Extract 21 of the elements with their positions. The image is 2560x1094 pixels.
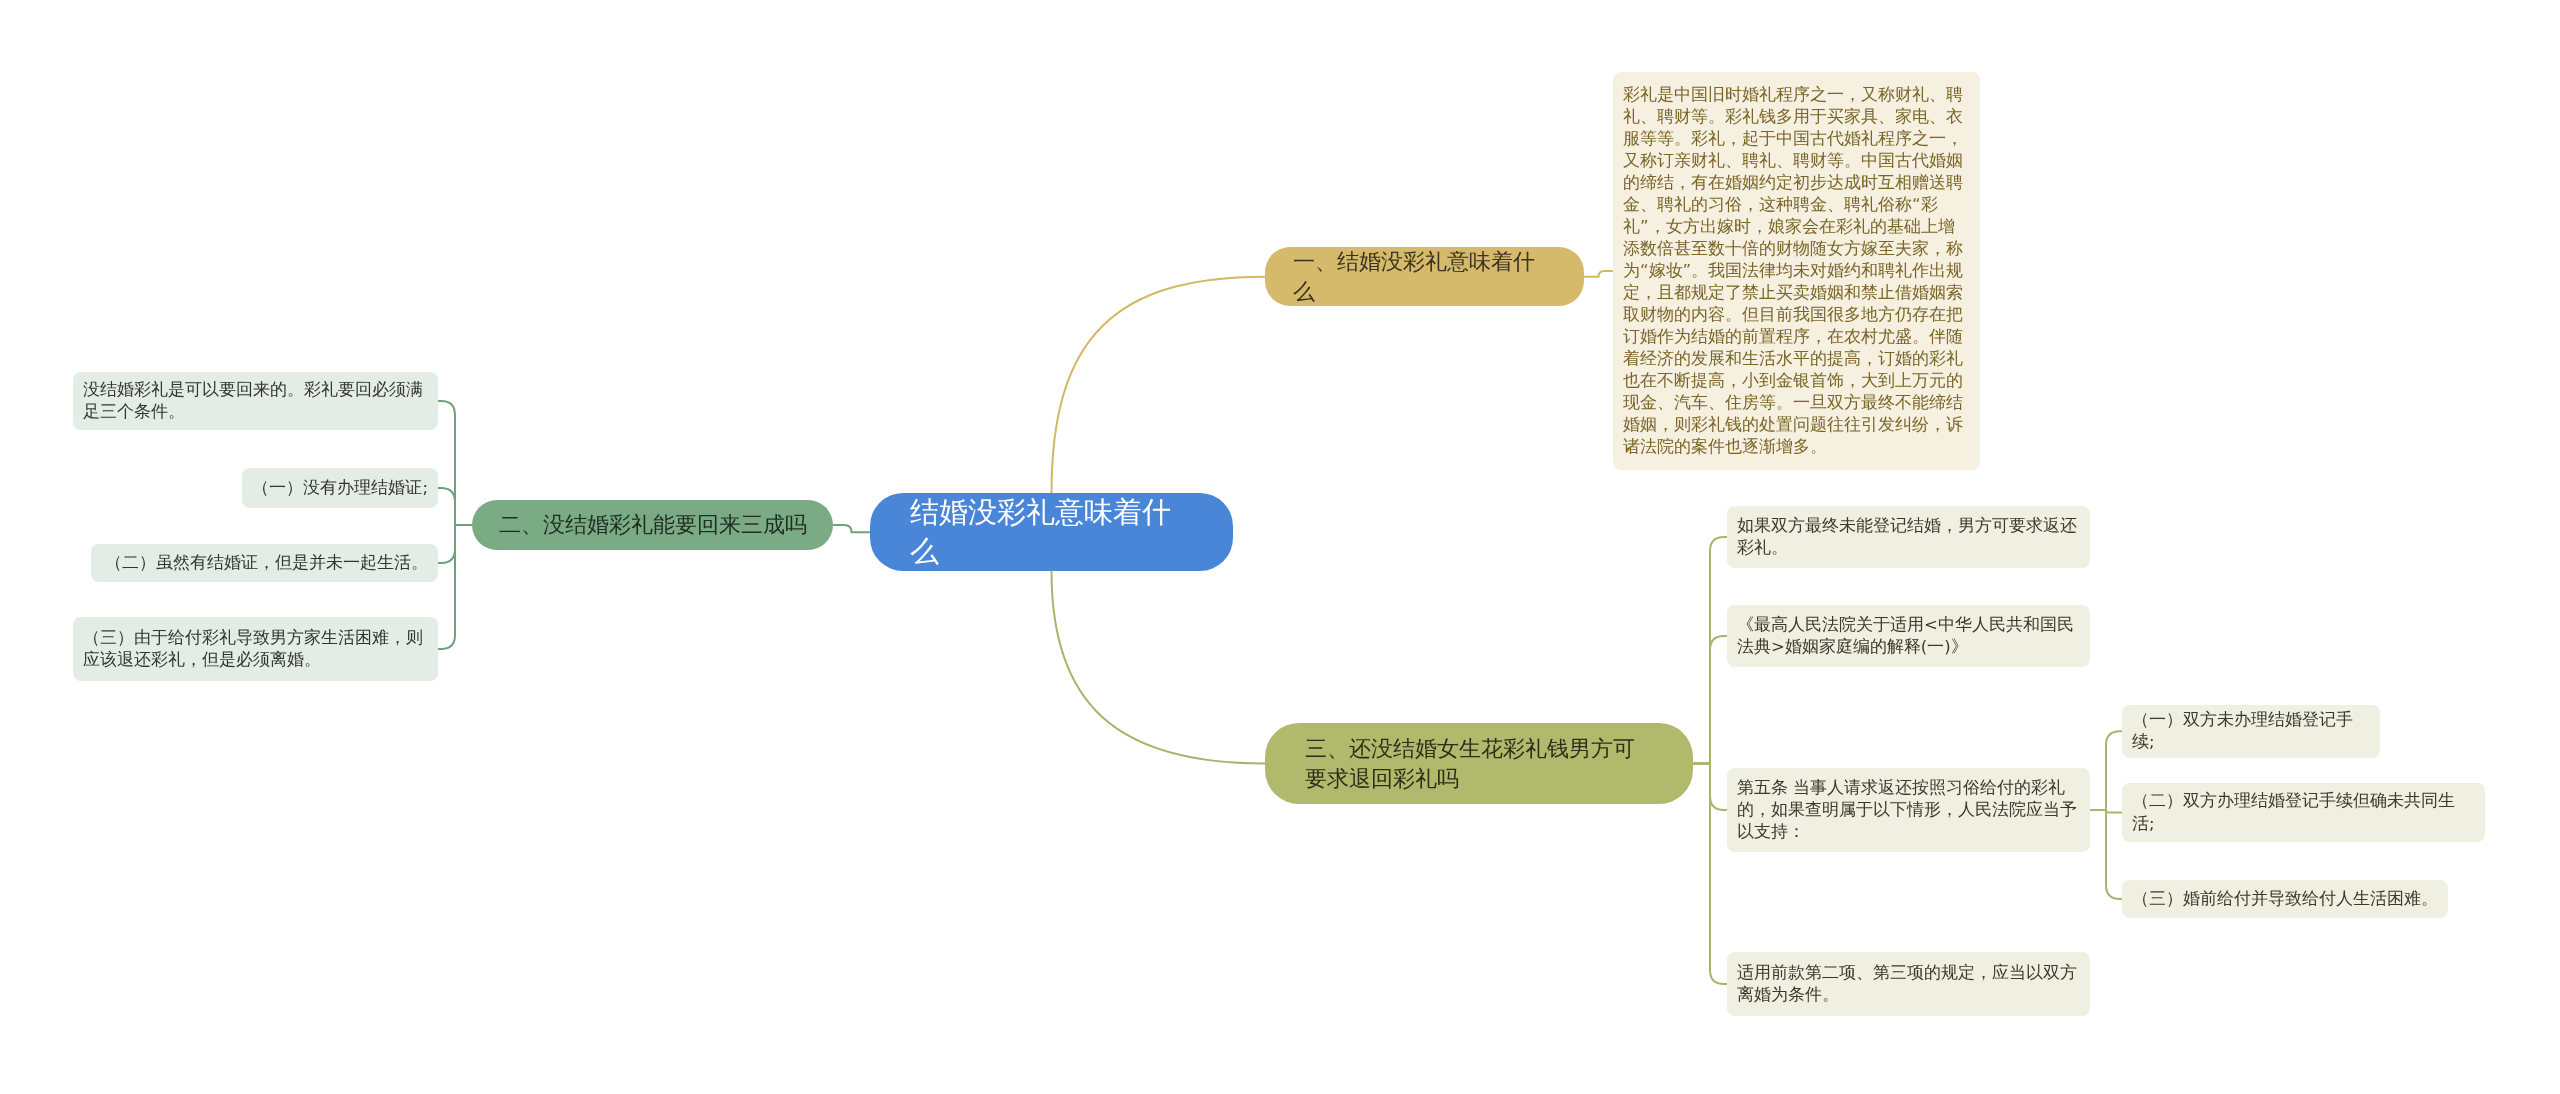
note-box: （二）双方办理结婚登记手续但确未共同生活; [2122,783,2485,842]
note-box: （二）虽然有结婚证，但是并未一起生活。 [91,544,438,582]
note-box: 如果双方最终未能登记结婚，男方可要求返还彩礼。 [1727,506,2090,568]
topic-box: 二、没结婚彩礼能要回来三成吗 [472,500,833,550]
topic-box: 三、还没结婚女生花彩礼钱男方可要求退回彩礼吗 [1265,723,1693,804]
note-box: （一）没有办理结婚证; [242,468,438,508]
connector-line [1050,275,1266,494]
note-box: （一）双方未办理结婚登记手续; [2122,705,2380,758]
topic-box: 一、结婚没彩礼意味着什么 [1265,247,1584,307]
note-box: 《最高人民法院关于适用<中华人民共和国民法典>婚姻家庭编的解释(一)》 [1727,605,2090,667]
central-topic: 结婚没彩礼意味着什么 [870,493,1233,572]
connector-line [1583,270,1614,278]
note-box: （三）由于给付彩礼导致男方家生活困难，则应该退还彩礼，但是必须离婚。 [73,617,438,681]
connector-line [832,524,871,534]
note-box: 彩礼是中国旧时婚礼程序之一，又称财礼、聘礼、聘财等。彩礼钱多用于买家具、家电、衣服等等。彩礼，起于中国古代婚礼程序之一，又称订亲财礼、聘礼、聘财等。中国古代婚姻的缔结，有在婚姻约定初步达成时互相赠送聘金、聘礼的习俗，这种聘金、聘礼俗称“彩礼”，女方出嫁时，娘家会在彩礼的基础上增添数倍甚至数十倍的财物随女方嫁至夫家，称为“嫁妆”。我国法律均未对婚约和聘礼作出规定，且都规定了禁止买卖婚姻和禁止借婚姻索取财物的内容。但目前我国很多地方仍存在把订婚作为结婚的前置程序，在农村尤盛。伴随着经济的发展和生活水平的提高，订婚的彩礼也在不断提高，小到金银首饰，大到上万元的现金、汽车、住房等。一旦双方最终不能缔结婚姻，则彩礼钱的处置问题往往引发纠纷，诉诸法院的案件也逐渐增多。 [1613,72,1980,470]
connector-line [1050,570,1266,765]
note-box: 第五条 当事人请求返还按照习俗给付的彩礼的，如果查明属于以下情形，人民法院应当予以支持： [1727,768,2090,852]
connector-line [2089,809,2123,900]
note-box: 适用前款第二项、第三项的规定，应当以双方离婚为条件。 [1727,952,2090,1016]
note-box: （三）婚前给付并导致给付人生活困难。 [2122,880,2448,918]
note-box: 没结婚彩礼是可以要回来的。彩礼要回必须满足三个条件。 [73,372,438,430]
